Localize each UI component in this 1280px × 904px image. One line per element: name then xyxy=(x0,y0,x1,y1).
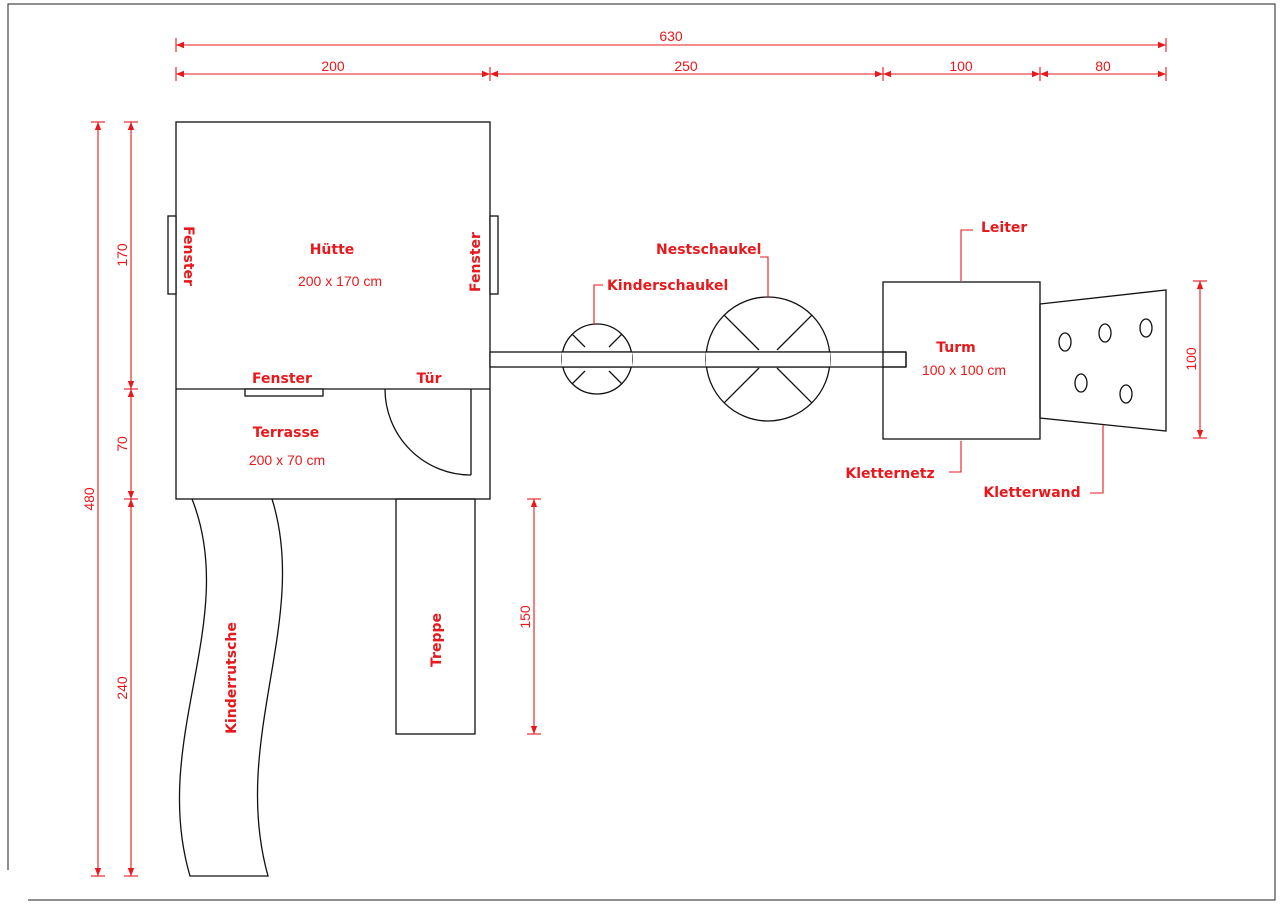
dimension-slide-height: 240 xyxy=(114,499,138,877)
dimension-total-width-text: 630 xyxy=(659,28,683,44)
climbing-holds xyxy=(1058,318,1153,404)
dimension-hut-width-text: 200 xyxy=(321,58,345,74)
hut-size-label: 200 x 170 cm xyxy=(298,273,382,289)
dimension-total-height-text: 480 xyxy=(81,487,97,511)
window-bottom-label: Fenster xyxy=(252,371,312,387)
dimension-tower-width-text: 100 xyxy=(949,58,973,74)
hut-label: Hütte xyxy=(310,242,355,258)
hut-outline xyxy=(175,121,491,500)
dimension-stairs-length: 150 xyxy=(517,498,541,735)
climbing-wall-outline xyxy=(1039,289,1167,432)
slide-outline xyxy=(178,498,284,877)
terrace-size-label: 200 x 70 cm xyxy=(249,452,325,468)
nest-swing-symbol xyxy=(705,296,831,422)
drawing-frame xyxy=(7,3,1276,901)
slide-label: Kinderrutsche xyxy=(224,622,240,734)
swing-beam xyxy=(489,351,907,368)
dimension-wall-height: 100 xyxy=(1183,280,1207,439)
dimension-wall-width-text: 80 xyxy=(1095,58,1111,74)
dimension-terrace-height: 70 xyxy=(114,389,138,500)
kids-swing-symbol xyxy=(561,323,633,395)
door-symbol xyxy=(384,388,472,476)
ladder-leader xyxy=(960,229,973,281)
climbing-wall-label: Kletterwand xyxy=(983,485,1080,501)
dimension-slide-height-text: 240 xyxy=(114,676,130,700)
nest-swing-leader xyxy=(760,256,769,297)
stairs-label: Treppe xyxy=(429,613,445,667)
window-right-symbol xyxy=(489,215,499,295)
dimension-tower-width: 100 xyxy=(883,58,1041,81)
dimension-stairs-length-text: 150 xyxy=(517,605,533,629)
window-left-label: Fenster xyxy=(180,226,196,286)
climbing-net-leader xyxy=(949,441,962,473)
climbing-wall-leader xyxy=(1090,425,1104,494)
dimension-terrace-height-text: 70 xyxy=(114,436,130,452)
dimension-wall-width: 80 xyxy=(1040,58,1167,81)
door-label: Tür xyxy=(416,371,441,387)
dimension-hut-height: 170 xyxy=(114,121,138,390)
terrace-label: Terrasse xyxy=(253,425,320,441)
nest-swing-label: Nestschaukel xyxy=(656,242,761,258)
window-left-symbol xyxy=(167,215,177,295)
kids-swing-leader xyxy=(593,284,603,325)
dimension-total-width: 630 xyxy=(175,28,1167,52)
tower-size-label: 100 x 100 cm xyxy=(922,362,1006,378)
ladder-label: Leiter xyxy=(981,220,1027,236)
kids-swing-label: Kinderschaukel xyxy=(607,278,728,294)
dimension-total-height: 480 xyxy=(81,121,105,877)
dimension-wall-height-text: 100 xyxy=(1183,347,1199,371)
climbing-net-label: Kletternetz xyxy=(845,466,934,482)
window-right-label: Fenster xyxy=(468,232,484,292)
dimension-hut-width: 200 xyxy=(175,58,491,81)
dimension-hut-height-text: 170 xyxy=(114,243,130,267)
tower-label: Turm xyxy=(936,340,975,356)
dimension-swing-width-text: 250 xyxy=(674,58,698,74)
stairs-outline xyxy=(395,498,476,735)
window-bottom-symbol xyxy=(244,388,324,397)
dimension-swing-width: 250 xyxy=(490,58,884,81)
